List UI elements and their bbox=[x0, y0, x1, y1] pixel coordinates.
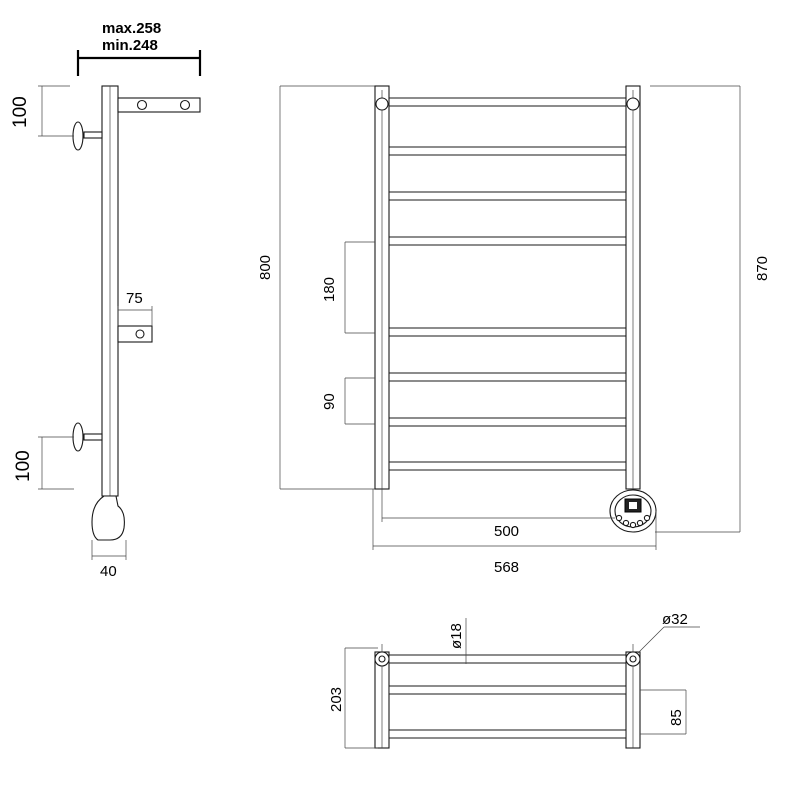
side-heater-body bbox=[91, 495, 125, 541]
front-rung bbox=[388, 461, 627, 471]
front-rung bbox=[388, 97, 627, 107]
front-rung bbox=[388, 236, 627, 246]
bottom-bracket-spacing-label: 100 bbox=[13, 450, 34, 482]
front-view: 800 870 180 90 bbox=[257, 85, 771, 576]
front-rung bbox=[388, 372, 627, 382]
heater-width-label: 40 bbox=[100, 563, 117, 580]
rung-diameter-label: ø18 bbox=[448, 623, 465, 649]
inner-width-label: 500 bbox=[494, 523, 519, 540]
side-middle-bracket bbox=[117, 325, 153, 343]
side-view: max.258 min.248 75 40 100 bbox=[10, 20, 202, 580]
middle-bracket-depth-label: 75 bbox=[126, 290, 143, 307]
front-rung bbox=[388, 191, 627, 201]
small-rung-spacing-label: 90 bbox=[321, 393, 338, 410]
top-view-rung-front bbox=[388, 654, 627, 664]
heater-button-icon bbox=[643, 514, 651, 522]
left-post-cap bbox=[375, 97, 389, 111]
bottom-wall-bracket-arm bbox=[83, 433, 103, 441]
total-width-label: 568 bbox=[494, 559, 519, 576]
front-rung bbox=[388, 146, 627, 156]
depth-min-label: min.248 bbox=[102, 37, 158, 54]
post-diameter-label: ø32 bbox=[662, 611, 688, 628]
front-rung bbox=[388, 327, 627, 337]
heater-button-icon bbox=[629, 521, 637, 529]
heater-button-icon bbox=[615, 514, 623, 522]
top-view-right-cap-inner bbox=[629, 655, 637, 663]
top-view-left-cap-inner bbox=[378, 655, 386, 663]
top-wall-bracket-arm bbox=[83, 131, 103, 139]
heater-display-window bbox=[629, 502, 637, 509]
right-post-cap bbox=[626, 97, 640, 111]
heater-button-icon bbox=[636, 519, 644, 527]
frame-height-label: 800 bbox=[257, 255, 274, 280]
top-view-bar-spacing-label: 85 bbox=[668, 709, 685, 726]
top-view: 203 85 ø18 ø32 bbox=[328, 611, 700, 749]
side-top-rung-end bbox=[136, 99, 148, 111]
large-rung-spacing-label: 180 bbox=[321, 277, 338, 302]
heater-button-icon bbox=[622, 519, 630, 527]
top-wall-bracket-flange bbox=[72, 121, 84, 151]
top-view-rung-middle bbox=[388, 685, 627, 695]
front-rungs bbox=[388, 97, 627, 471]
post-diameter-leader bbox=[637, 626, 665, 654]
depth-max-label: max.258 bbox=[102, 20, 161, 37]
top-view-rung-back bbox=[388, 729, 627, 739]
top-view-depth-label: 203 bbox=[328, 687, 345, 712]
bottom-wall-bracket-flange bbox=[72, 422, 84, 452]
top-bracket-spacing-label: 100 bbox=[10, 96, 31, 128]
side-top-rung-end bbox=[179, 99, 191, 111]
front-rung bbox=[388, 417, 627, 427]
side-middle-bracket-hole bbox=[135, 329, 145, 339]
total-height-label: 870 bbox=[754, 256, 771, 281]
